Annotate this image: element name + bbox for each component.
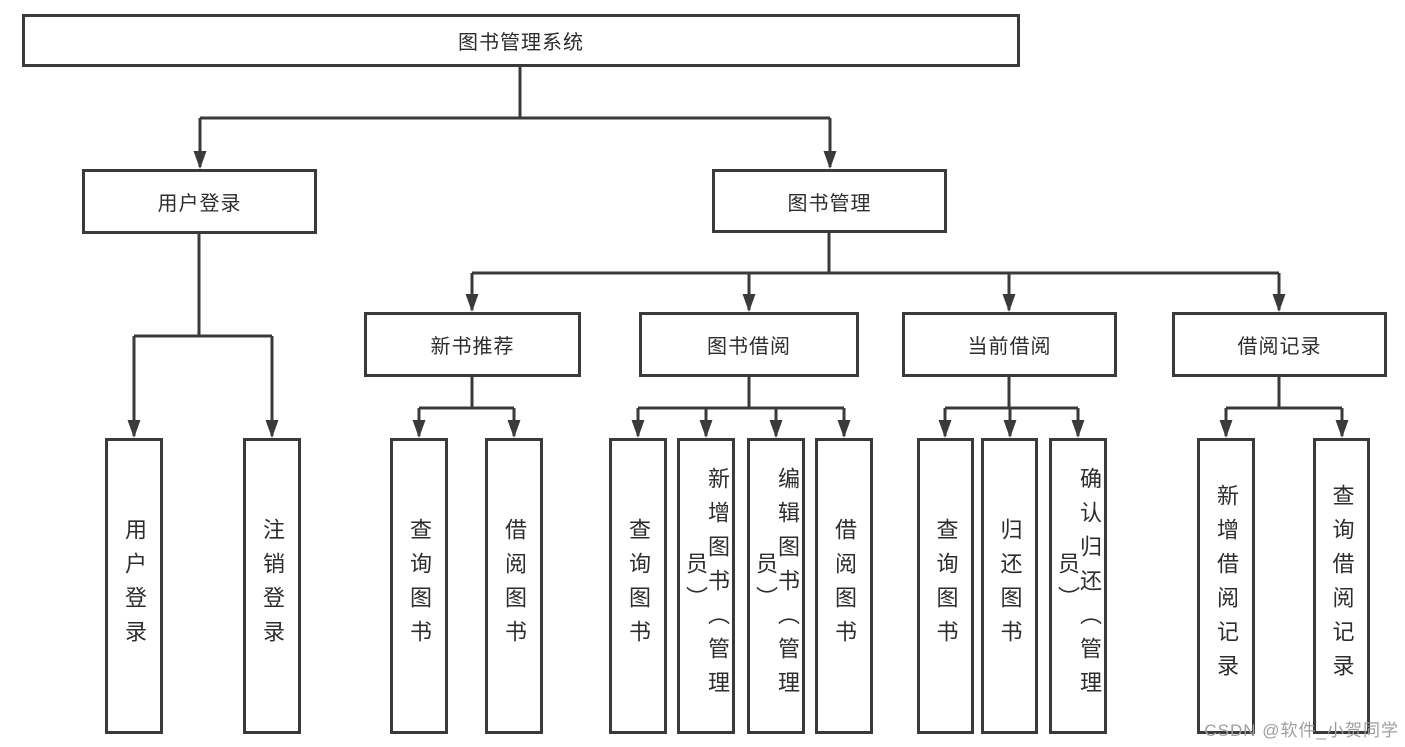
node-leaf-user-login: 用户登录 — [105, 438, 163, 734]
node-records-add-record: 新增借阅记录 — [1197, 438, 1255, 734]
node-book-management: 图书管理 — [712, 169, 947, 233]
node-root: 图书管理系统 — [22, 14, 1020, 67]
node-user-login: 用户登录 — [82, 169, 317, 234]
node-leaf-logout: 注销登录 — [243, 438, 301, 734]
connector-root-bus — [200, 66, 830, 120]
connector-book-borrow-bus — [638, 377, 844, 410]
connector-borrow-records-bus — [1226, 377, 1342, 410]
connector-book-management-bus — [472, 233, 1279, 275]
node-records-query-record: 查询借阅记录 — [1313, 438, 1370, 734]
node-borrow-query-books: 查询图书 — [609, 438, 667, 734]
connector-current-borrow-bus — [945, 377, 1078, 410]
csdn-watermark: CSDN @软件_小贺同学 — [1204, 721, 1399, 740]
node-current-query-books: 查询图书 — [917, 438, 974, 734]
node-book-borrow: 图书借阅 — [639, 312, 859, 377]
node-borrow-edit-books: 编辑图书（管理员） — [747, 438, 805, 734]
connector-user-login-bus — [134, 234, 272, 338]
node-borrow-add-books: 新增图书（管理员） — [677, 438, 735, 734]
connector-new-book-recommend-bus — [419, 377, 514, 410]
node-newrec-borrow-books: 借阅图书 — [485, 438, 543, 734]
node-borrow-records: 借阅记录 — [1172, 312, 1387, 377]
node-current-return-books: 归还图书 — [981, 438, 1038, 734]
node-borrow-borrow-books: 借阅图书 — [815, 438, 873, 734]
node-current-confirm-return: 确认归还（管理员） — [1049, 438, 1107, 734]
node-newrec-query-books: 查询图书 — [390, 438, 448, 734]
node-new-book-recommend: 新书推荐 — [364, 312, 581, 377]
node-current-borrow: 当前借阅 — [902, 312, 1117, 377]
